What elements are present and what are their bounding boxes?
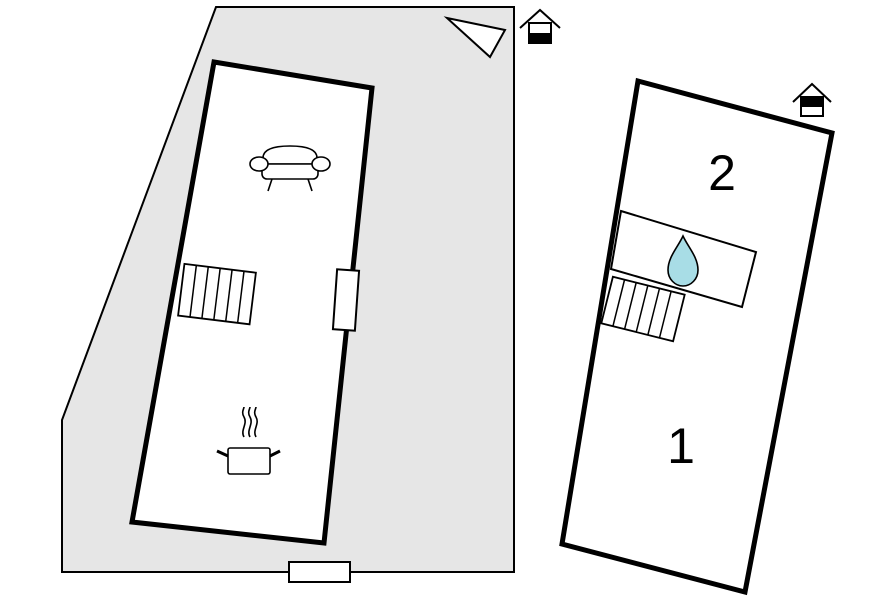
room-label-2: 2 [708,145,736,201]
upper-floor-plan: 2 1 [559,77,835,596]
entrance-door-icon [288,561,351,583]
cooking-pot-icon [216,406,281,475]
stairs-icon [600,275,686,343]
compass-triangle-icon [443,16,507,59]
room-label-1: 1 [667,418,695,474]
upper-floor-outline [559,77,835,596]
sofa-icon [249,145,331,192]
ground-floor-plan [61,6,561,583]
house-floor-icon [519,8,561,44]
house-floor-icon [792,82,832,117]
water-drop-icon [667,234,699,287]
side-door-icon [331,268,361,332]
stairs-icon [177,262,257,326]
